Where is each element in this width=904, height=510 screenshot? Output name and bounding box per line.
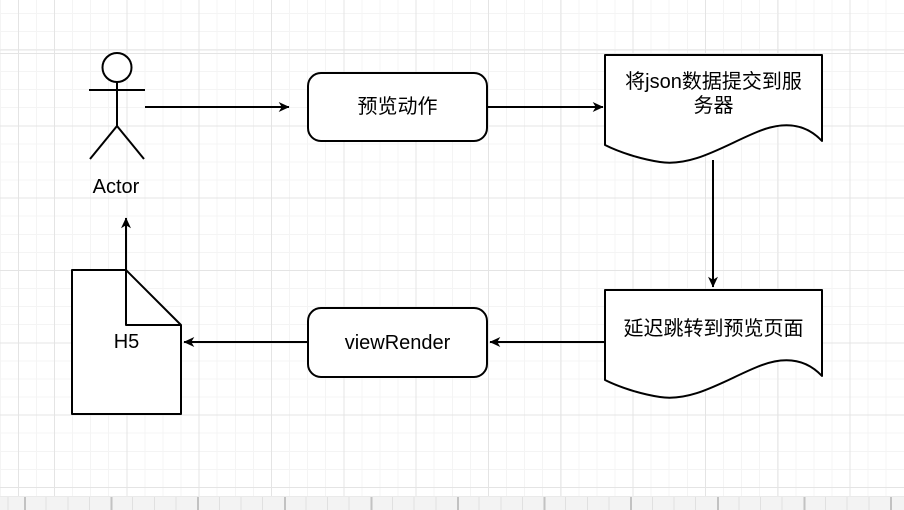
actor-left-leg [90,126,117,159]
bottom-ruler [0,496,904,510]
actor-head [103,53,132,82]
actor-right-leg [117,126,144,159]
node-preview-action[interactable] [308,73,487,141]
node-delay-redirect[interactable] [604,289,823,399]
note-fold [126,270,181,325]
note-outline [72,270,181,414]
actor-shape[interactable] [89,53,145,159]
node-view-render[interactable] [308,308,487,377]
node-h5[interactable] [72,270,181,414]
node-submit-json[interactable] [604,54,823,164]
